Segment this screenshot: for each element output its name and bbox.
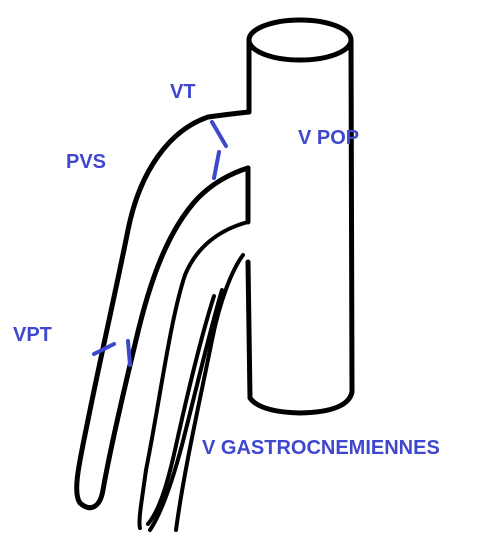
termination-marker-lower (214, 152, 219, 178)
label-vpt: VPT (13, 325, 52, 345)
popliteal-vein-right-wall (248, 40, 352, 413)
label-pvs: PVS (66, 152, 106, 172)
label-v-gastrocnemiennes: V GASTROCNEMIENNES (202, 438, 440, 458)
label-v-pop: V POP (298, 128, 359, 148)
termination-marker-upper (212, 122, 226, 146)
gastrocnemius-vein-inner (176, 255, 243, 530)
vpt-marker-bar (128, 341, 130, 365)
popliteal-vein-top (249, 20, 351, 60)
label-vt: VT (170, 82, 196, 102)
